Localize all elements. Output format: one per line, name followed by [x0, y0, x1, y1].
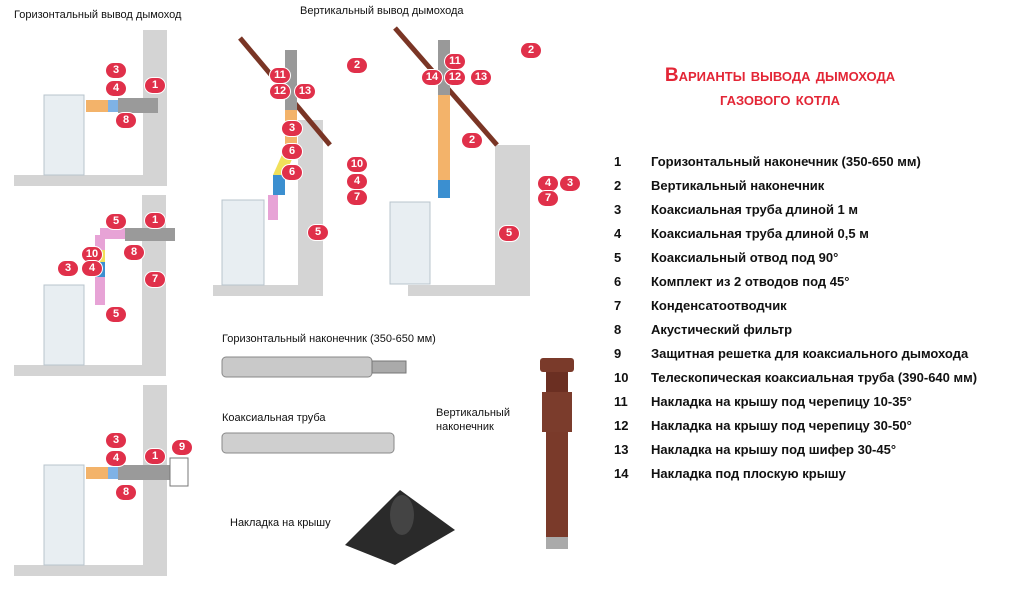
legend-text: Накладка на крышу под черепицу 30-50°	[651, 418, 912, 433]
legend-text: Накладка на крышу под шифер 30-45°	[651, 442, 897, 457]
legend-item: 4 Коаксиальная труба длиной 0,5 м	[614, 226, 977, 250]
legend-item: 14 Накладка под плоскую крышу	[614, 466, 977, 490]
legend-text: Защитная решетка для коаксиального дымох…	[651, 346, 969, 361]
legend-text: Комплект из 2 отводов под 45°	[651, 274, 850, 289]
legend-item: 11 Накладка на крышу под черепицу 10-35°	[614, 394, 977, 418]
roof-flashing-image	[345, 490, 455, 565]
legend-item: 5 Коаксиальный отвод под 90°	[614, 250, 977, 274]
callout-badge: 5	[499, 226, 519, 241]
callout-badge: 3	[106, 433, 126, 448]
callout-badge: 10	[347, 157, 367, 172]
legend-item: 13 Накладка на крышу под шифер 30-45°	[614, 442, 977, 466]
callout-badge: 8	[124, 245, 144, 260]
callout-badge: 3	[58, 261, 78, 276]
vertical-tip-image	[540, 358, 574, 549]
callout-badge: 7	[347, 190, 367, 205]
page-title-line1: Варианты вывода дымохода	[664, 65, 896, 86]
callout-badge: 5	[106, 307, 126, 322]
legend-number: 13	[614, 442, 629, 457]
legend-item: 1 Горизонтальный наконечник (350-650 мм)	[614, 154, 977, 178]
callout-badge: 5	[308, 225, 328, 240]
callout-badge: 2	[462, 133, 482, 148]
callout-badge: 2	[521, 43, 541, 58]
vertical-caption: Вертикальный вывод дымохода	[300, 5, 464, 17]
horizontal-tip-caption: Горизонтальный наконечник (350-650 мм)	[222, 333, 436, 345]
callout-badge: 3	[282, 121, 302, 136]
callout-badge: 7	[538, 191, 558, 206]
legend-number: 1	[614, 154, 622, 169]
callout-badge: 12	[445, 70, 465, 85]
legend-number: 5	[614, 250, 622, 265]
horizontal-tip-image	[221, 356, 407, 378]
horizontal-caption: Горизонтальный вывод дымоход	[14, 9, 182, 21]
legend-item: 2 Вертикальный наконечник	[614, 178, 977, 202]
legend-text: Коаксиальная труба длиной 0,5 м	[651, 226, 869, 241]
legend-text: Конденсатоотводчик	[651, 298, 787, 313]
legend-item: 10 Телескопическая коаксиальная труба (39…	[614, 370, 977, 394]
callout-badge: 1	[145, 213, 165, 228]
coaxial-pipe-image	[221, 432, 395, 454]
callout-badge: 3	[106, 63, 126, 78]
callout-badge: 11	[270, 68, 290, 83]
callout-badge: 2	[347, 58, 367, 73]
legend-number: 2	[614, 178, 622, 193]
page-title-line2: газового котла	[720, 89, 840, 110]
legend-item: 8 Акустический фильтр	[614, 322, 977, 346]
legend-text: Телескопическая коаксиальная труба (390-…	[651, 370, 978, 385]
vertical-scheme-2	[389, 26, 530, 296]
callout-badge: 4	[106, 81, 126, 96]
legend-text: Коаксиальный отвод под 90°	[651, 250, 839, 265]
horizontal-scheme-3	[14, 385, 189, 576]
callout-badge: 14	[422, 70, 442, 85]
legend-number: 12	[614, 418, 629, 433]
callout-badge: 11	[445, 54, 465, 69]
coaxial-pipe-caption: Коаксиальная труба	[222, 412, 326, 424]
callout-badge: 4	[106, 451, 126, 466]
callout-badge: 13	[471, 70, 491, 85]
legend-number: 8	[614, 322, 622, 337]
callout-badge: 10	[82, 247, 102, 262]
legend-number: 10	[614, 370, 629, 385]
callout-badge: 4	[538, 176, 558, 191]
callout-badge: 6	[282, 144, 302, 159]
legend-text: Коаксиальная труба длиной 1 м	[651, 202, 859, 217]
callout-badge: 4	[82, 261, 102, 276]
legend-item: 9 Защитная решетка для коаксиального дымо…	[614, 346, 977, 370]
callout-badge: 4	[347, 174, 367, 189]
callout-badge: 6	[282, 165, 302, 180]
legend-text: Акустический фильтр	[651, 322, 793, 337]
callout-badge: 12	[270, 84, 290, 99]
legend-item: 6 Комплект из 2 отводов под 45°	[614, 274, 977, 298]
legend-number: 3	[614, 202, 622, 217]
callout-badge: 13	[295, 84, 315, 99]
legend-text: Вертикальный наконечник	[651, 178, 825, 193]
legend-number: 11	[614, 394, 628, 409]
legend-number: 6	[614, 274, 622, 289]
roof-flashing-caption: Накладка на крышу	[230, 517, 331, 529]
legend-text: Накладка под плоскую крышу	[651, 466, 846, 481]
legend-item: 12 Накладка на крышу под черепицу 30-50°	[614, 418, 977, 442]
legend-text: Накладка на крышу под черепицу 10-35°	[651, 394, 912, 409]
legend-number: 7	[614, 298, 622, 313]
callout-badge: 8	[116, 113, 136, 128]
legend: 1 Горизонтальный наконечник (350-650 мм) 2…	[614, 154, 977, 490]
horizontal-scheme-1	[14, 30, 167, 186]
callout-badge: 3	[560, 176, 580, 191]
callout-badge: 8	[116, 485, 136, 500]
legend-item: 7 Конденсатоотводчик	[614, 298, 977, 322]
callout-badge: 5	[106, 214, 126, 229]
legend-number: 9	[614, 346, 622, 361]
callout-badge: 7	[145, 272, 165, 287]
callout-badge: 9	[172, 440, 192, 455]
callout-badge: 1	[145, 78, 165, 93]
legend-item: 3 Коаксиальная труба длиной 1 м	[614, 202, 977, 226]
legend-text: Горизонтальный наконечник (350-650 мм)	[651, 154, 921, 169]
legend-number: 4	[614, 226, 622, 241]
vertical-tip-caption: Вертикальный наконечник	[436, 407, 510, 433]
legend-number: 14	[614, 466, 629, 481]
callout-badge: 1	[145, 449, 165, 464]
